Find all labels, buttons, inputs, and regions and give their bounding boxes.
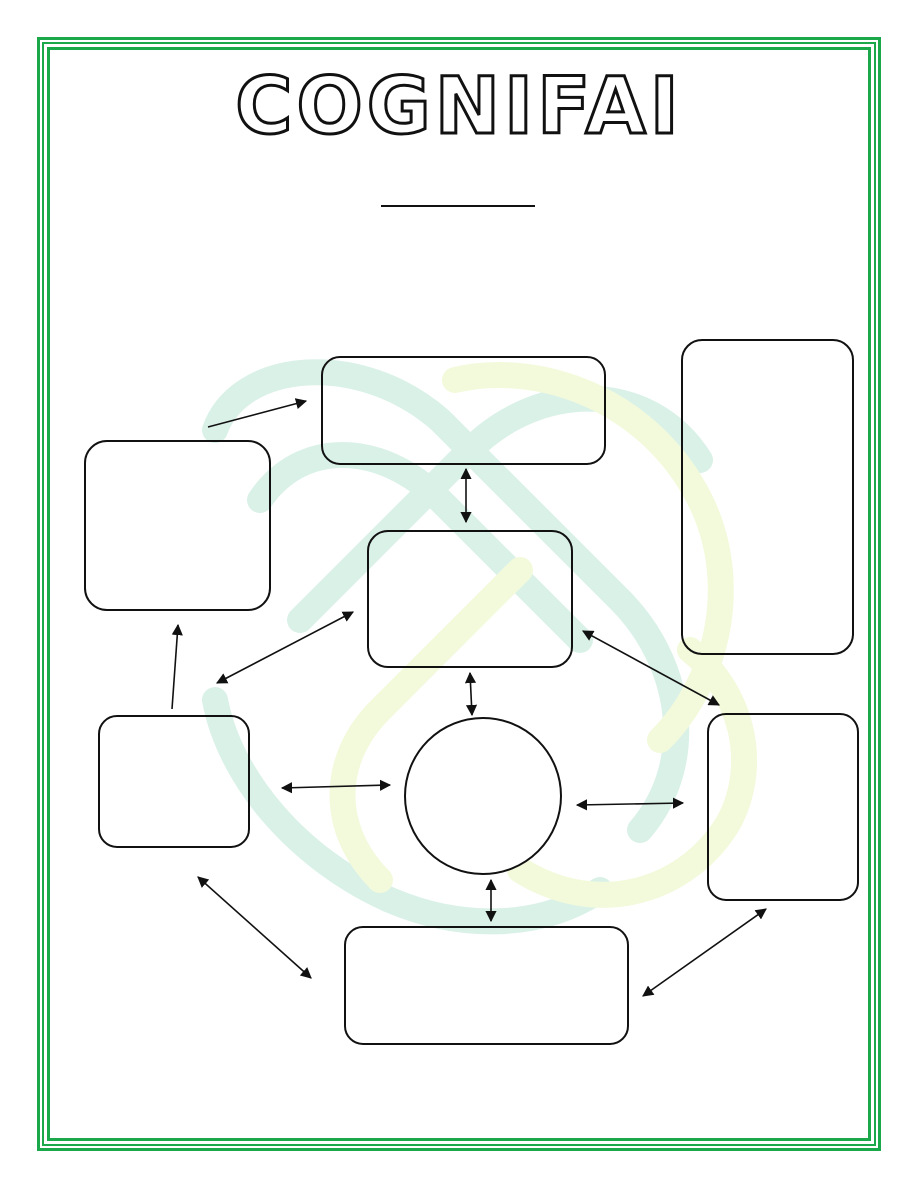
arrow-leftlower-circle [280, 779, 392, 794]
node-center-circle [404, 717, 562, 875]
logo-title-wrap: COGNIFAI [0, 61, 918, 154]
node-bottom-box [344, 926, 629, 1045]
arrow-centerbox-circle [464, 671, 478, 717]
arrow-circle-rightlower [575, 797, 685, 811]
arrow-leftlower-bottombox [197, 876, 312, 979]
arrow-centerbox-rightlower [582, 630, 720, 706]
logo-title: COGNIFAI [234, 61, 683, 154]
arrow-leftbox-to-topbox [207, 398, 308, 428]
inner-frame [47, 47, 871, 1141]
node-center-box [367, 530, 573, 668]
title-underline [381, 205, 535, 207]
arrow-leftlower-to-leftupper [171, 623, 183, 710]
arrow-leftupper-centerbox [216, 611, 354, 684]
node-right-lower-box [707, 713, 859, 901]
node-left-lower-box [98, 715, 250, 848]
node-right-tall-box [681, 339, 854, 655]
node-top-box [321, 356, 606, 465]
arrow-bottombox-rightlower [642, 908, 767, 997]
outer-frame [37, 37, 881, 1151]
node-left-upper-box [84, 440, 271, 611]
middle-frame [42, 42, 876, 1146]
